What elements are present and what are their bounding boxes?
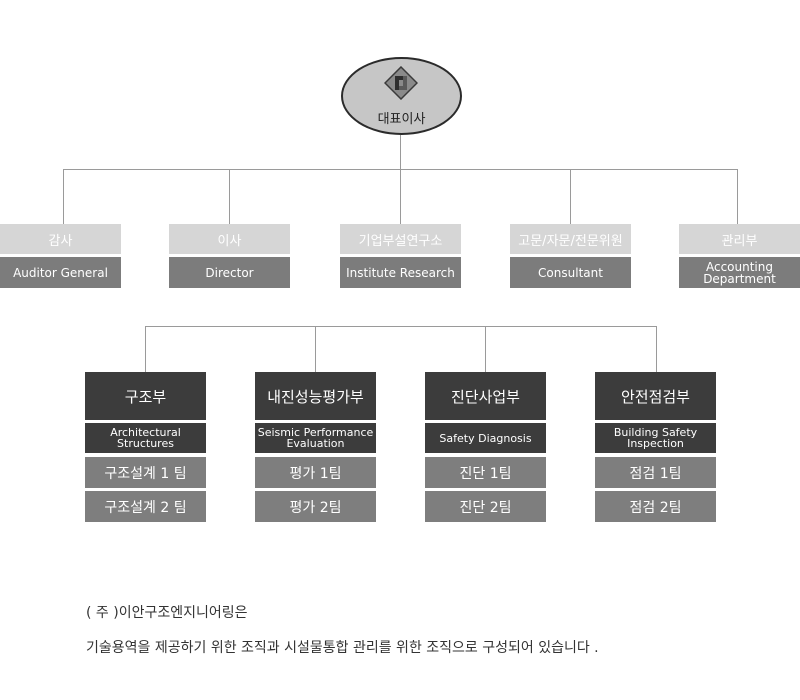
connector-top-drop-4: [570, 169, 571, 224]
research-en-label: Institute Research: [340, 257, 461, 288]
team-seismic-2: 평가 2팀: [255, 491, 376, 522]
ceo-label: 대표이사: [377, 112, 426, 127]
research-ko-label: 기업부설연구소: [340, 224, 461, 254]
consultant-en-label: Consultant: [510, 257, 631, 288]
team-seismic-1: 평가 1팀: [255, 457, 376, 488]
dept-seismic-en: Seismic Performance Evaluation: [255, 423, 376, 453]
consultant-ko-label: 고문/자문/전문위원: [510, 224, 631, 254]
auditor-ko-label: 감사: [0, 224, 121, 254]
auditor-en-label: Auditor General: [0, 257, 121, 288]
footnote-description: 기술용역을 제공하기 위한 조직과 시설물통합 관리를 위한 조직으로 구성되어…: [86, 640, 599, 656]
team-structures-1: 구조설계 1 팀: [85, 457, 206, 488]
company-logo-icon: [384, 66, 418, 100]
footnote-company: ( 주 )이안구조엔지니어링은: [86, 605, 248, 621]
connector-top-drop-5: [737, 169, 738, 224]
dept-diagnosis-ko: 진단사업부: [425, 372, 546, 420]
connector-top-drop-3: [400, 169, 401, 224]
team-diagnosis-1: 진단 1팀: [425, 457, 546, 488]
team-inspection-2: 점검 2팀: [595, 491, 716, 522]
connector-top-drop-2: [229, 169, 230, 224]
connector-dept-drop-1: [145, 326, 146, 372]
dept-inspection-ko: 안전점검부: [595, 372, 716, 420]
director-ko-label: 이사: [169, 224, 290, 254]
dept-inspection-en: Building Safety Inspection: [595, 423, 716, 453]
connector-dept-drop-3: [485, 326, 486, 372]
team-inspection-1: 점검 1팀: [595, 457, 716, 488]
dept-seismic-ko: 내진성능평가부: [255, 372, 376, 420]
accounting-ko-label: 관리부: [679, 224, 800, 254]
director-en-label: Director: [169, 257, 290, 288]
connector-top-drop-1: [63, 169, 64, 224]
connector-dept-horizontal: [145, 326, 656, 327]
connector-ceo-down: [400, 135, 401, 169]
connector-dept-drop-4: [656, 326, 657, 372]
dept-diagnosis-en: Safety Diagnosis: [425, 423, 546, 453]
accounting-en-label: Accounting Department: [679, 257, 800, 288]
connector-dept-drop-2: [315, 326, 316, 372]
team-diagnosis-2: 진단 2팀: [425, 491, 546, 522]
dept-structures-ko: 구조부: [85, 372, 206, 420]
dept-structures-en: Architectural Structures: [85, 423, 206, 453]
team-structures-2: 구조설계 2 팀: [85, 491, 206, 522]
